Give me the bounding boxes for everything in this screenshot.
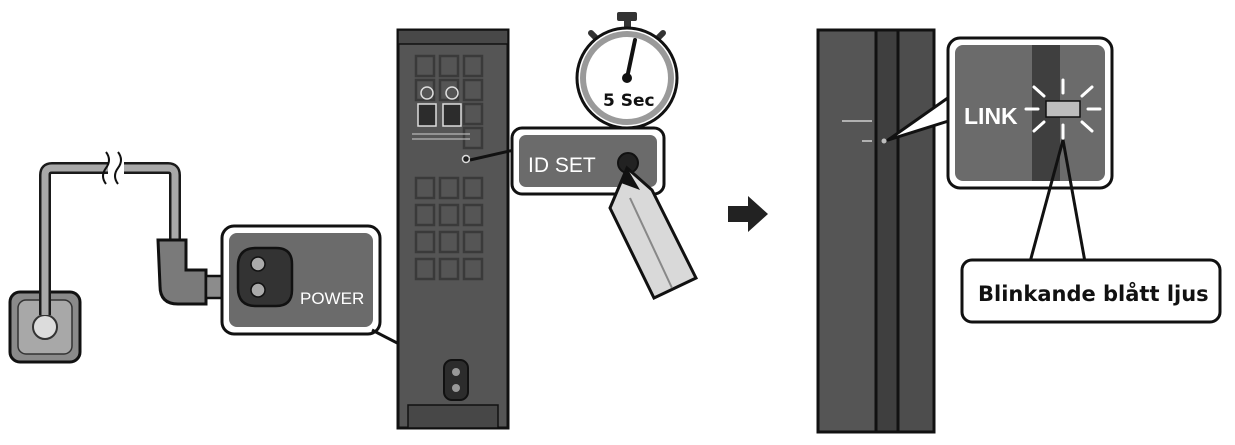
- rear-ports: [412, 86, 470, 140]
- id-set-label: ID SET: [528, 154, 596, 177]
- id-set-button: [461, 154, 471, 164]
- power-label: POWER: [300, 289, 364, 308]
- power-socket-icon: [236, 246, 294, 308]
- next-step-arrow-icon: [728, 196, 768, 232]
- link-label: LINK: [964, 103, 1018, 129]
- subwoofer-rear-panel: [396, 28, 510, 430]
- link-led: [881, 138, 887, 144]
- pen-icon: [608, 165, 699, 300]
- blinking-note-callout: Blinkande blått ljus: [960, 258, 1222, 324]
- wall-outlet: [8, 290, 82, 364]
- timer-icon: 5 Sec: [575, 12, 679, 130]
- surround-speaker: [816, 28, 936, 434]
- power-cable: [39, 151, 181, 315]
- vent-grille-top: [414, 54, 484, 150]
- blinking-note: Blinkande blått ljus: [978, 281, 1209, 306]
- vent-grille-bottom: [414, 176, 484, 281]
- timer-label: 5 Sec: [603, 91, 655, 111]
- rear-power-socket-icon: [443, 359, 469, 401]
- link-callout: LINK: [886, 36, 1114, 263]
- blinking-light-icon: [1024, 78, 1102, 140]
- power-callout: POWER: [220, 224, 443, 368]
